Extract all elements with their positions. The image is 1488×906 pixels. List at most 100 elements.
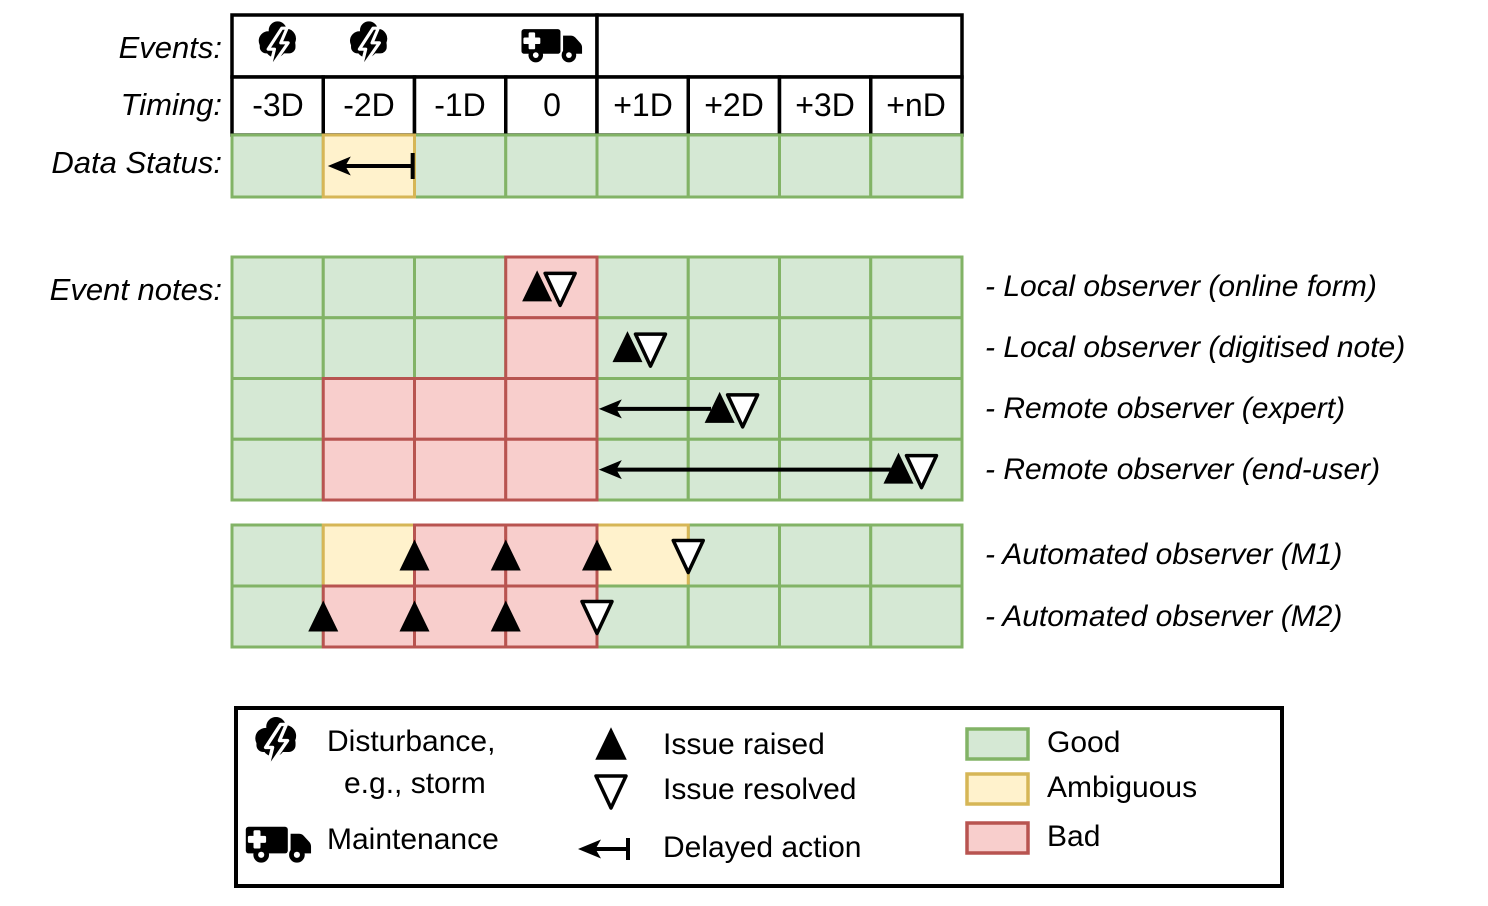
issue-resolved-marker (725, 393, 760, 429)
storm-icon (255, 716, 297, 773)
storm-icon (258, 21, 296, 72)
issue-raised-marker (308, 600, 339, 632)
status-cell-good (869, 133, 964, 199)
issue-resolved-marker (671, 538, 705, 575)
status-cell-good (686, 523, 781, 588)
delayed-action-arrow (578, 838, 630, 860)
status-cell-bad (321, 437, 416, 502)
status-cell-bad (504, 377, 599, 441)
status-cell-good (869, 255, 964, 320)
ambulance-icon (521, 29, 583, 63)
timing-cell-label: -1D (434, 87, 486, 123)
row-label-local-digitised: - Local observer (digitised note) (985, 331, 1406, 364)
issue-raised-marker (612, 331, 643, 363)
status-cell-good (413, 133, 508, 199)
issue-raised-marker (582, 539, 612, 571)
status-cell-bad (321, 584, 416, 649)
status-cell-bad (504, 584, 599, 649)
legend-box (234, 706, 1284, 888)
issue-resolved-marker (594, 774, 628, 810)
status-cell-good (413, 316, 508, 380)
issue-raised-marker (883, 452, 914, 484)
timing-cell-label: +3D (795, 87, 855, 123)
issue-resolved-marker (633, 332, 668, 368)
status-cell-good (230, 584, 325, 649)
timing-cell-label: -3D (252, 87, 304, 123)
status-cell-ambiguous (321, 523, 416, 588)
status-cell-good (230, 133, 325, 199)
issue-raised-marker (490, 600, 521, 632)
status-cell-bad (413, 377, 508, 441)
data-status-label: Data Status: (51, 145, 222, 180)
row-label-local-online: - Local observer (online form) (985, 270, 1377, 303)
legend-swatch-good (965, 727, 1030, 761)
timing-cell-label: -2D (343, 87, 395, 123)
ambulance-icon (245, 826, 312, 863)
legend-issue-resolved-label: Issue resolved (663, 773, 857, 806)
status-cell-good (778, 133, 873, 199)
status-cell-good (686, 133, 781, 199)
status-cell-bad (504, 437, 599, 502)
events-label: Events: (118, 30, 222, 65)
status-cell-good (321, 255, 416, 320)
legend-delayed-action-label: Delayed action (663, 831, 862, 864)
row-label-automated-m2: - Automated observer (M2) (985, 600, 1343, 633)
issue-resolved-marker (904, 453, 939, 490)
issue-resolved-marker (543, 271, 577, 308)
status-cell-good (686, 584, 781, 649)
status-cell-good (321, 316, 416, 380)
issue-raised-marker (704, 391, 735, 423)
legend-good-label: Good (1047, 726, 1121, 759)
timing-cell (869, 75, 964, 137)
status-cell-good (869, 377, 964, 441)
legend-bad-label: Bad (1047, 820, 1101, 853)
timing-cell-label: +2D (704, 87, 764, 123)
issue-raised-marker (399, 600, 430, 632)
legend-swatch-bad (965, 821, 1030, 855)
status-cell-good (230, 437, 325, 502)
status-cell-good (686, 255, 781, 320)
issue-raised-marker (399, 539, 430, 571)
timing-cell-label: +nD (886, 87, 946, 123)
status-cell-good (595, 255, 690, 320)
status-cell-good (230, 316, 325, 380)
status-cell-ambiguous (595, 523, 690, 588)
legend-disturbance-label-2: e.g., storm (344, 767, 486, 800)
status-cell-good (869, 523, 964, 588)
status-cell-good (230, 377, 325, 441)
legend-issue-raised-label: Issue raised (663, 728, 825, 761)
status-cell-good (413, 255, 508, 320)
delayed-action-arrow (598, 460, 891, 480)
status-cell-good (778, 255, 873, 320)
status-cell-good (778, 523, 873, 588)
status-cell-bad (504, 316, 599, 380)
delayed-action-arrow (598, 399, 712, 419)
row-label-remote-expert: - Remote observer (expert) (985, 392, 1346, 425)
status-cell-good (230, 523, 325, 588)
status-cell-bad (504, 523, 599, 588)
delayed-action-arrow (327, 153, 415, 179)
status-cell-good (686, 316, 781, 380)
status-cell-good (595, 584, 690, 649)
legend-ambiguous-label: Ambiguous (1047, 771, 1198, 804)
status-cell-good (595, 133, 690, 199)
status-cell-good (778, 377, 873, 441)
issue-raised-marker (595, 727, 627, 760)
timing-cell-label: 0 (543, 87, 561, 123)
storm-icon (349, 21, 388, 72)
row-label-automated-m1: - Automated observer (M1) (985, 538, 1343, 571)
status-cell-bad (413, 523, 508, 588)
issue-raised-marker (522, 270, 553, 302)
status-cell-good (869, 584, 964, 649)
status-cell-good (778, 584, 873, 649)
status-cell-bad (413, 437, 508, 502)
timing-cell-label: +1D (613, 87, 673, 123)
legend-swatch-ambiguous (965, 772, 1030, 806)
status-cell-bad (413, 584, 508, 649)
status-cell-bad (321, 377, 416, 441)
legend-disturbance-label: Disturbance, (327, 725, 496, 758)
issue-resolved-marker (580, 599, 614, 636)
row-label-remote-enduser: - Remote observer (end-user) (985, 453, 1381, 486)
